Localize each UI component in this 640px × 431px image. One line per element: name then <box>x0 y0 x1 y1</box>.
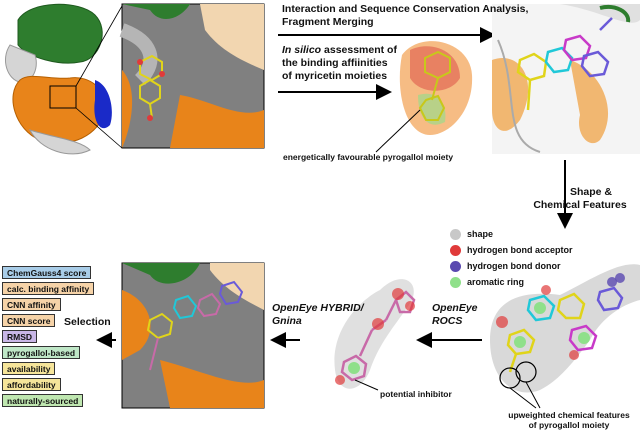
shape-dot-icon <box>450 228 461 240</box>
legend-hb-acceptor: hydrogen bond acceptor <box>450 243 573 257</box>
myricetin-moiety-probe <box>399 41 473 135</box>
pharmacophore-query <box>490 264 640 409</box>
rocs-line1: OpenEye <box>432 302 478 314</box>
insilico-italic: In silico <box>282 44 322 56</box>
pyrogallol-note: energetically favourable pyrogallol moie… <box>283 152 454 162</box>
legend-label: shape <box>467 229 494 239</box>
shape-features-line2: Chemical Features <box>533 199 627 211</box>
legend-aromatic: aromatic ring <box>450 275 524 289</box>
insilico-label-line1: In silico assessment of <box>282 44 397 56</box>
upweighted-line1: upweighted chemical features <box>508 410 630 420</box>
criterion-binding-affinity: calc. binding affinity <box>2 282 95 295</box>
criterion-naturally-sourced: naturally-sourced <box>2 394 84 407</box>
criterion-availability: availability <box>2 362 56 375</box>
legend-label: aromatic ring <box>467 277 525 287</box>
legend-shape: shape <box>450 227 493 241</box>
legend-label: hydrogen bond donor <box>467 261 561 271</box>
insilico-label-line3: of myricetin moieties <box>282 70 388 82</box>
potential-inhibitor-molecule <box>334 279 416 391</box>
fragment-merge-panel <box>492 4 640 154</box>
criterion-cnn-score: CNN score <box>2 314 56 327</box>
criterion-pyrogallol: pyrogallol-based <box>2 346 81 359</box>
pyrogallol-pointer <box>375 109 421 153</box>
insilico-rest: assessment of <box>321 44 397 56</box>
upweighted-line2: of pyrogallol moiety <box>528 420 610 430</box>
protein-overview <box>5 3 123 155</box>
hybrid-line2: Gnina <box>272 315 302 327</box>
legend-label: hydrogen bond acceptor <box>467 245 573 255</box>
rocs-line2: ROCS <box>432 315 463 327</box>
shape-features-line1: Shape & <box>569 186 612 198</box>
binding-site-zoom-top <box>119 3 265 149</box>
title-fragment-merging: Fragment Merging <box>282 16 374 28</box>
hybrid-line1: OpenEye HYBRID/ <box>272 302 364 314</box>
selection-label: Selection <box>64 316 111 328</box>
docked-pose-panel <box>121 262 265 409</box>
potential-inhibitor-label: potential inhibitor <box>380 389 452 399</box>
criterion-cnn-affinity: CNN affinity <box>2 298 61 311</box>
title-interaction-analysis: Interaction and Sequence Conservation An… <box>282 3 529 15</box>
criterion-chemgauss4: ChemGauss4 score <box>2 266 92 279</box>
legend-hb-donor: hydrogen bond donor <box>450 259 561 273</box>
criterion-affordability: affordability <box>2 378 61 391</box>
hb-acceptor-dot-icon <box>450 244 461 256</box>
aromatic-dot-icon <box>450 276 461 288</box>
hb-donor-dot-icon <box>450 260 461 272</box>
insilico-label-line2: the binding affiinities <box>282 57 388 69</box>
criterion-rmsd: RMSD <box>2 330 38 343</box>
